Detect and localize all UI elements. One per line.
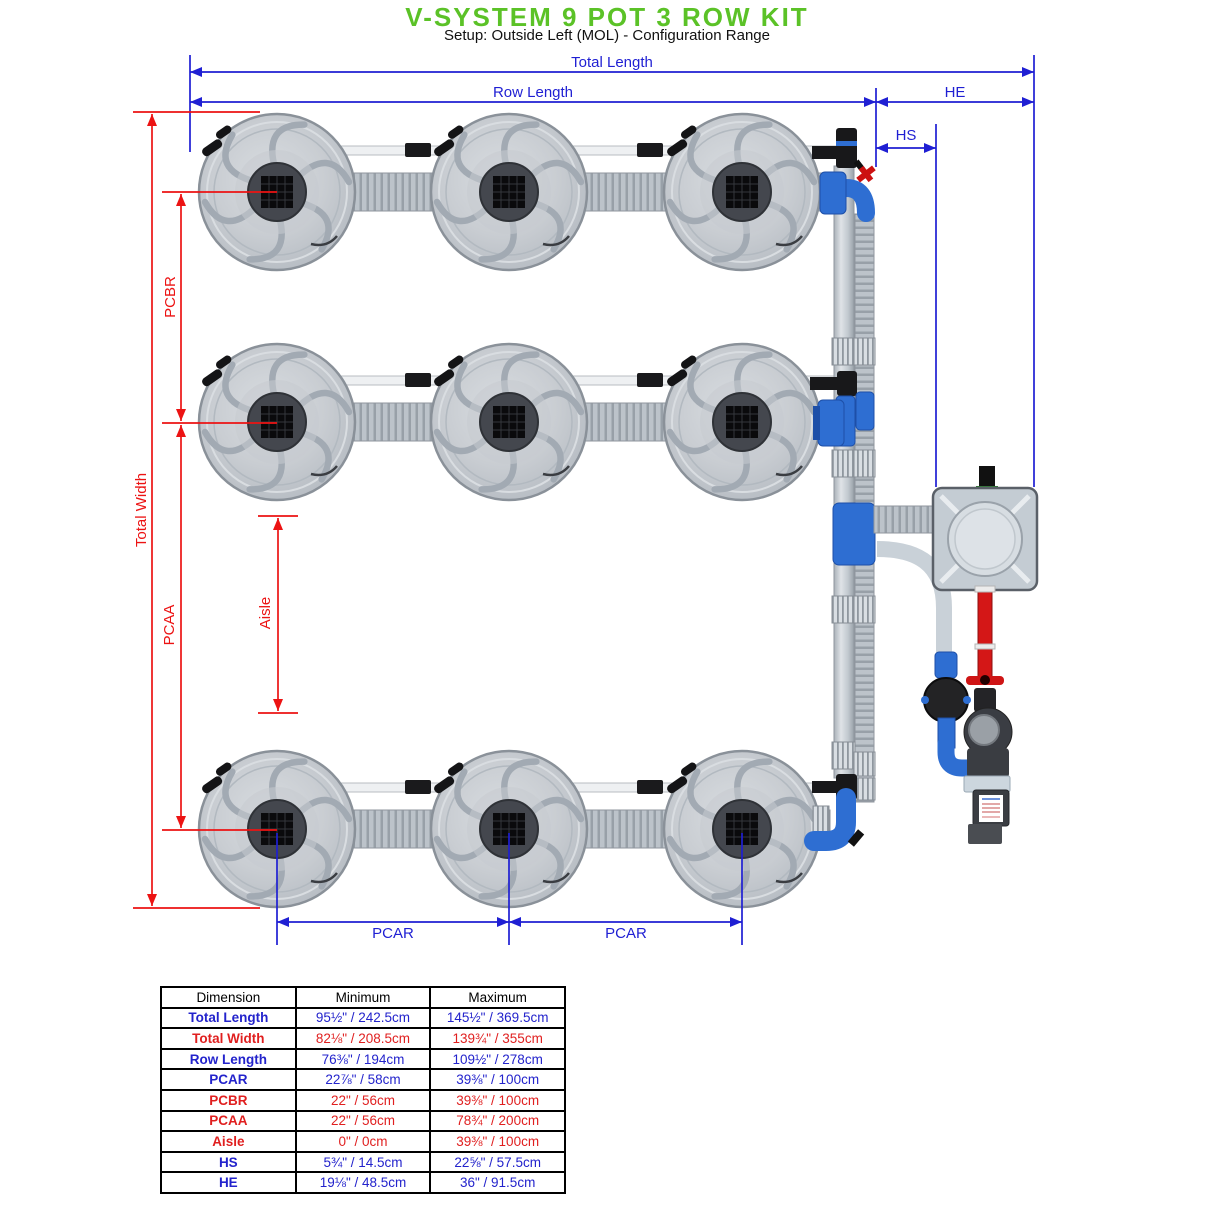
cell-minimum: 95½" / 242.5cm bbox=[294, 1006, 432, 1030]
reservoir bbox=[931, 466, 1039, 592]
pcar-right-label: PCAR bbox=[605, 925, 647, 942]
pcbr-label: PCBR bbox=[162, 276, 179, 318]
filter bbox=[923, 677, 969, 723]
cell-minimum: 76⅜" / 194cm bbox=[294, 1047, 432, 1071]
dimensions-blue bbox=[189, 55, 1035, 945]
row-length-label: Row Length bbox=[493, 84, 573, 101]
pcaa-label: PCAA bbox=[161, 605, 178, 646]
drip-clamp bbox=[405, 780, 431, 794]
blue-elbow-pump bbox=[937, 735, 981, 777]
row2-flange bbox=[817, 399, 845, 447]
blue-fitting bbox=[934, 651, 958, 679]
red-pipe bbox=[977, 589, 993, 679]
drip-clamp bbox=[637, 780, 663, 794]
cell-minimum: 5¾" / 14.5cm bbox=[294, 1150, 432, 1174]
drip-clamp bbox=[405, 373, 431, 387]
cell-minimum: 0" / 0cm bbox=[294, 1130, 432, 1153]
cell-maximum: 36" / 91.5cm bbox=[429, 1171, 566, 1194]
cell-dimension: PCAA bbox=[160, 1109, 297, 1133]
cell-maximum: 78¾" / 200cm bbox=[429, 1109, 566, 1133]
reservoir-cross bbox=[832, 502, 876, 566]
pot-1-3 bbox=[664, 114, 820, 270]
pump-body bbox=[967, 748, 1009, 778]
col-header-dimension: Dimension bbox=[160, 986, 297, 1009]
pump-base bbox=[968, 824, 1002, 844]
cell-maximum: 22⅝" / 57.5cm bbox=[429, 1150, 566, 1174]
drip-clamp bbox=[637, 143, 663, 157]
row1-flange bbox=[819, 171, 847, 215]
row1-tee-arm bbox=[812, 146, 840, 159]
table-header-row: Dimension Minimum Maximum bbox=[160, 986, 566, 1009]
cell-minimum: 22" / 56cm bbox=[294, 1109, 432, 1133]
cell-dimension: PCAR bbox=[160, 1068, 297, 1091]
cell-maximum: 39⅜" / 100cm bbox=[429, 1068, 566, 1091]
pcar-left-label: PCAR bbox=[372, 925, 414, 942]
pump-assembly bbox=[921, 585, 1013, 844]
cell-dimension: Total Width bbox=[160, 1027, 297, 1050]
cell-dimension: Row Length bbox=[160, 1047, 297, 1071]
valve-body bbox=[974, 688, 996, 712]
pot-1-2 bbox=[431, 114, 587, 270]
row2-tee bbox=[837, 371, 857, 396]
row3-tee-arm bbox=[812, 781, 838, 793]
row2-tee-arm bbox=[810, 377, 837, 390]
cell-maximum: 109½" / 278cm bbox=[429, 1047, 566, 1071]
col-header-minimum: Minimum bbox=[294, 986, 432, 1009]
cell-minimum: 19⅛" / 48.5cm bbox=[294, 1171, 432, 1194]
cell-maximum: 139¾" / 355cm bbox=[429, 1027, 566, 1050]
cell-dimension: Aisle bbox=[160, 1130, 297, 1153]
dimension-labels-blue: Total Length Row Length HE HS PCAR PCAR bbox=[372, 54, 965, 942]
cell-dimension: HE bbox=[160, 1171, 297, 1194]
pots bbox=[199, 114, 820, 907]
top-tee bbox=[836, 128, 857, 168]
he-label: HE bbox=[945, 84, 966, 101]
dimensions-red bbox=[133, 111, 298, 909]
cell-minimum: 82⅛" / 208.5cm bbox=[294, 1027, 432, 1050]
reservoir-feed-pipe bbox=[873, 505, 936, 534]
cell-maximum: 145½" / 369.5cm bbox=[429, 1006, 566, 1030]
manifold bbox=[804, 128, 952, 851]
hs-label: HS bbox=[896, 127, 917, 144]
drip-clamp bbox=[637, 373, 663, 387]
pot-2-2 bbox=[431, 344, 587, 500]
page-subtitle: Setup: Outside Left (MOL) - Configuratio… bbox=[443, 27, 770, 44]
system-diagram: Total Length Row Length HE HS PCAR PCAR … bbox=[133, 54, 1039, 945]
cell-minimum: 22⅞" / 58cm bbox=[294, 1068, 432, 1091]
red-emitter bbox=[853, 159, 876, 183]
cell-maximum: 39⅜" / 100cm bbox=[429, 1088, 566, 1112]
cell-dimension: Total Length bbox=[160, 1006, 297, 1030]
reservoir-cap bbox=[979, 466, 995, 490]
pot-2-3 bbox=[664, 344, 820, 500]
cell-minimum: 22" / 56cm bbox=[294, 1088, 432, 1112]
blue-elbow-top bbox=[837, 179, 875, 222]
aisle-label: Aisle bbox=[257, 597, 274, 630]
page-title: V-SYSTEM 9 POT 3 ROW KIT bbox=[405, 2, 809, 32]
total-width-label: Total Width bbox=[133, 473, 150, 547]
drip-clamp bbox=[405, 143, 431, 157]
col-header-maximum: Maximum bbox=[429, 986, 566, 1009]
dimension-labels-red: Total Width PCBR PCAA Aisle bbox=[133, 276, 274, 645]
blue-elbow-bottom bbox=[804, 788, 856, 851]
cell-dimension: HS bbox=[160, 1150, 297, 1174]
total-length-label: Total Length bbox=[571, 54, 653, 71]
cell-maximum: 39⅜" / 100cm bbox=[429, 1130, 566, 1153]
pot-2-1 bbox=[199, 344, 355, 500]
reservoir-drain-pipe bbox=[876, 541, 952, 656]
cell-dimension: PCBR bbox=[160, 1088, 297, 1112]
drain-nub bbox=[847, 829, 865, 847]
